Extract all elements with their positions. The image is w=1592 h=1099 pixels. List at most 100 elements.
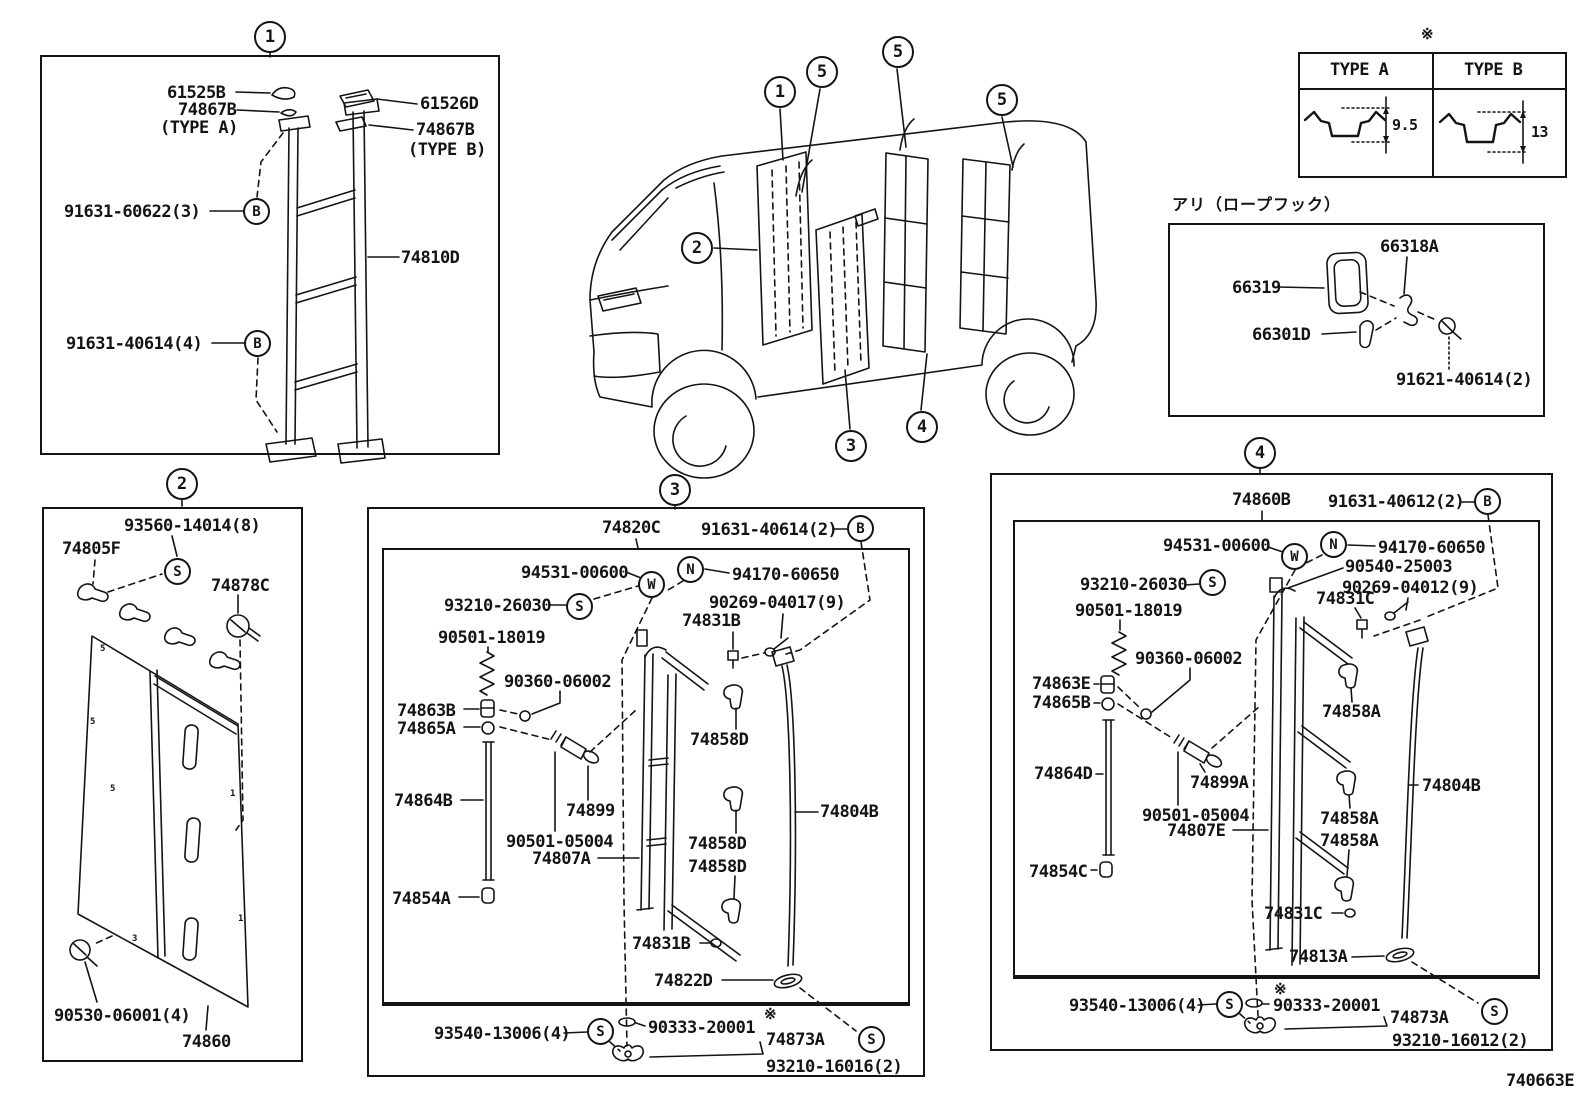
label-93210-16012: 93210-16012(2) (1392, 1031, 1529, 1051)
label-93210-26030-box3: 93210-26030 (444, 596, 552, 616)
label-90501-05004-box3: 90501-05004 (506, 832, 614, 852)
fastener-symbol-b2: B (244, 330, 271, 357)
label-74858a-1: 74858A (1322, 702, 1381, 722)
label-74864b: 74864B (394, 791, 453, 811)
label-94170-60650-box4: 94170-60650 (1378, 538, 1486, 558)
van-callout-5c: 5 (986, 84, 1018, 116)
label-90360-06002-box4: 90360-06002 (1135, 649, 1243, 669)
label-91631-40612: 91631-40612(2) (1328, 492, 1465, 512)
fastener-symbol-w-box3: W (638, 571, 665, 598)
rope-hook-title: アリ（ロープフック） (1172, 195, 1342, 214)
fastener-symbol-b-box3: B (847, 515, 874, 542)
label-93210-16016: 93210-16016(2) (766, 1057, 903, 1077)
box3-group (367, 507, 925, 1077)
label-94170-60650-box3: 94170-60650 (732, 565, 840, 585)
label-91631-40614-2: 91631-40614(2) (701, 520, 838, 540)
ref-mark-box3: ※ (764, 1005, 777, 1023)
label-90333-20001-box3: 90333-20001 (648, 1018, 756, 1038)
label-74831b-bottom: 74831B (632, 934, 691, 954)
van-callout-2: 2 (681, 232, 713, 264)
label-74804b-box3: 74804B (820, 802, 879, 822)
label-93540-13006-box4: 93540-13006(4) (1069, 996, 1206, 1016)
label-74820c: 74820C (602, 518, 661, 538)
label-74873a-box3: 74873A (766, 1030, 825, 1050)
panel-marker: 1 (230, 789, 235, 799)
box3-inner (382, 548, 910, 1006)
label-90501-18019-box4: 90501-18019 (1075, 601, 1183, 621)
panel-marker: 5 (90, 717, 95, 727)
label-66319: 66319 (1232, 278, 1281, 298)
fastener-symbol-n-box4: N (1320, 531, 1347, 558)
label-61526d: 61526D (420, 94, 479, 114)
callout-circle-2: 2 (166, 468, 198, 500)
label-61525b: 61525B (167, 83, 226, 103)
label-74804b-box4: 74804B (1422, 776, 1481, 796)
table-header-type-b: TYPE B (1464, 60, 1523, 80)
label-74854a: 74854A (392, 889, 451, 909)
fastener-symbol-s2-box3: S (587, 1018, 614, 1045)
label-74899: 74899 (566, 801, 615, 821)
box2-quarter-board (42, 507, 303, 1062)
label-type-a: (TYPE A) (160, 118, 238, 138)
label-90360-06002-box3: 90360-06002 (504, 672, 612, 692)
label-74831b-top: 74831B (682, 611, 741, 631)
label-66301d: 66301D (1252, 325, 1311, 345)
label-74860: 74860 (182, 1032, 231, 1052)
rope-hook-box (1168, 223, 1545, 417)
van-callout-4: 4 (906, 411, 938, 443)
dimension-type-b: 13 (1531, 123, 1549, 141)
label-74863b: 74863B (397, 701, 456, 721)
fastener-symbol-s2-box4: S (1216, 991, 1243, 1018)
panel-marker: 3 (132, 934, 137, 944)
fastener-symbol-s1-box3: S (566, 593, 593, 620)
label-74858d-1: 74858D (690, 730, 749, 750)
box4-frame-art (1090, 468, 1499, 1034)
panel-marker: 1 (238, 914, 243, 924)
label-74865b: 74865B (1032, 693, 1091, 713)
fastener-symbol-s3-box4: S (1481, 998, 1508, 1025)
ref-mark-box4: ※ (1274, 980, 1287, 998)
drawing-code: 740663E (1506, 1071, 1575, 1091)
label-74831c-top: 74831C (1316, 589, 1375, 609)
box4-inner (1013, 520, 1540, 979)
callout-circle-3: 3 (659, 474, 691, 506)
label-74813a: 74813A (1289, 947, 1348, 967)
van-callout-3: 3 (835, 430, 867, 462)
dimension-type-a: 9.5 (1392, 116, 1418, 134)
box4-group (990, 473, 1553, 1051)
van-illustration (589, 68, 1097, 479)
panel-marker: 5 (110, 784, 115, 794)
fastener-symbol-s-box2: S (164, 558, 191, 585)
label-93560-14014: 93560-14014(8) (124, 516, 261, 536)
callout-circle-1: 1 (254, 21, 286, 53)
callout-circle-4: 4 (1244, 437, 1276, 469)
type-table-art (1303, 96, 1527, 164)
label-90530-06001: 90530-06001(4) (54, 1006, 191, 1026)
label-94531-00600-box3: 94531-00600 (521, 563, 629, 583)
fastener-symbol-b-box4: B (1474, 488, 1501, 515)
label-90501-18019-box3: 90501-18019 (438, 628, 546, 648)
label-66318a: 66318A (1380, 237, 1439, 257)
fastener-symbol-w-box4: W (1281, 543, 1308, 570)
label-74873a-box4: 74873A (1390, 1008, 1449, 1028)
label-74858a-2: 74858A (1320, 809, 1379, 829)
panel-marker: 5 (100, 644, 105, 654)
label-90540-25003: 90540-25003 (1345, 557, 1453, 577)
box3-frame-art (458, 505, 871, 1062)
label-90269-04017: 90269-04017(9) (709, 593, 846, 613)
label-74858a-3: 74858A (1320, 831, 1379, 851)
van-callout-5a: 5 (806, 56, 838, 88)
label-74807e: 74807E (1167, 821, 1226, 841)
label-74810d: 74810D (401, 248, 460, 268)
label-74860b: 74860B (1232, 490, 1291, 510)
label-74864d: 74864D (1034, 764, 1093, 784)
fastener-symbol-b1: B (243, 198, 270, 225)
label-74805f: 74805F (62, 539, 121, 559)
label-90501-05004-box4: 90501-05004 (1142, 806, 1250, 826)
label-94531-00600-box4: 94531-00600 (1163, 536, 1271, 556)
fastener-symbol-s1-box4: S (1199, 569, 1226, 596)
table-header-type-a: TYPE A (1330, 60, 1389, 80)
label-90269-04012: 90269-04012(9) (1342, 578, 1479, 598)
label-74858d-2: 74858D (688, 834, 747, 854)
